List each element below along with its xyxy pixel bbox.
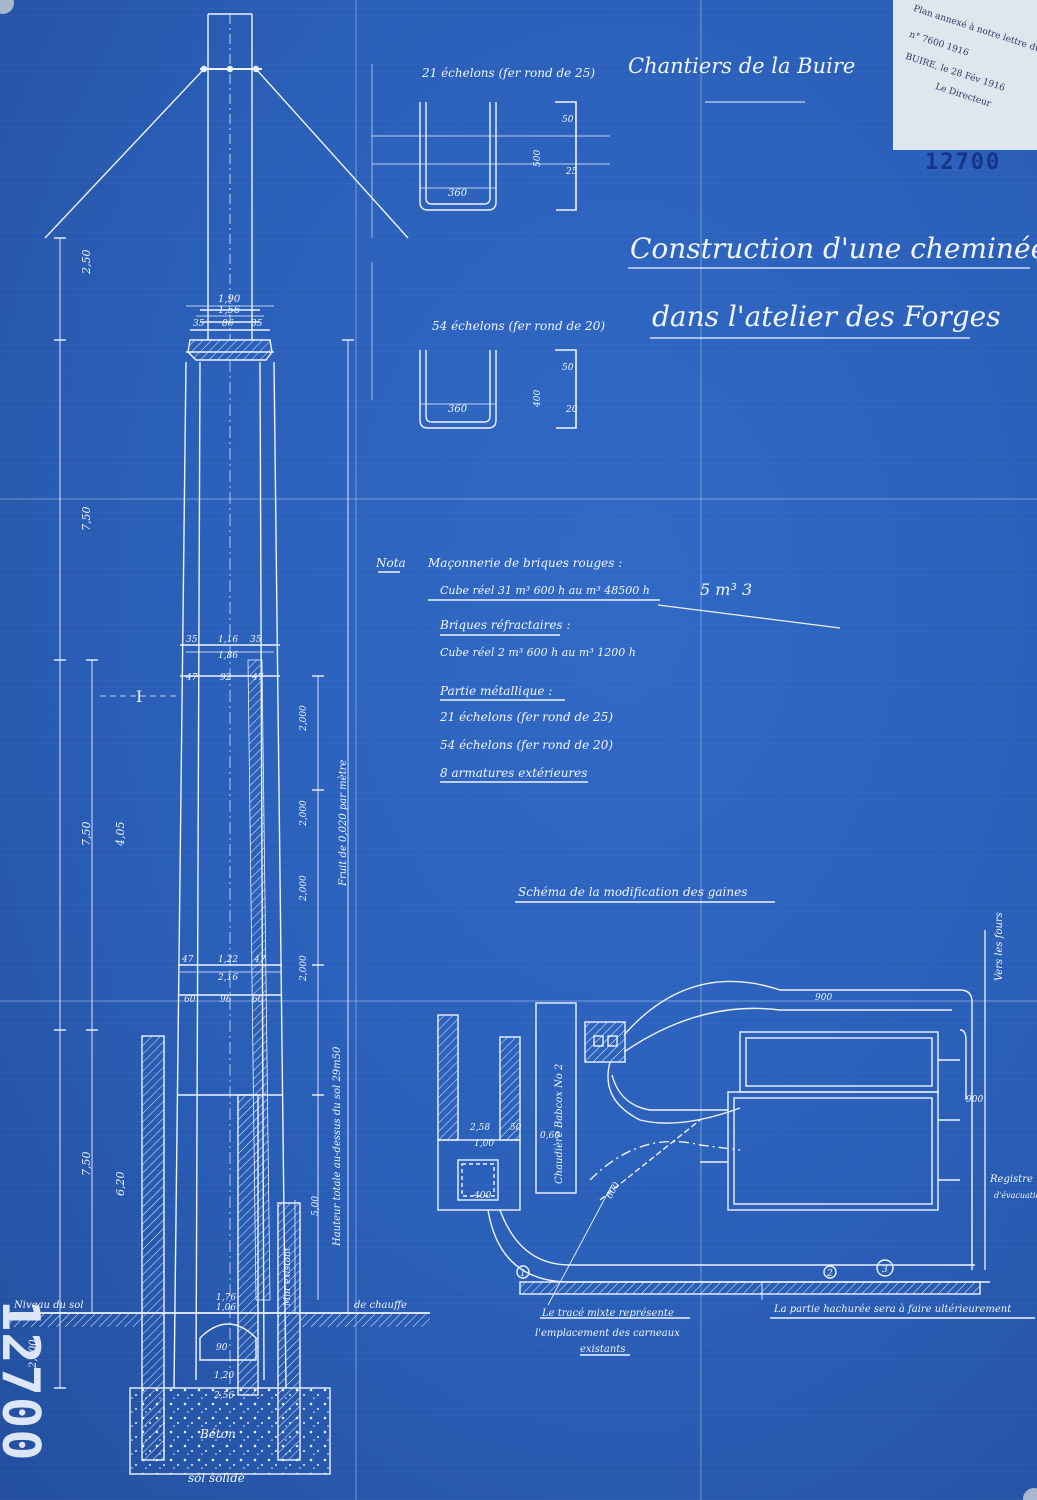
ladder1-top: 50 <box>562 115 574 125</box>
dim-190: 1,90 <box>218 294 241 305</box>
dim-258: 2,58 <box>469 1123 490 1133</box>
notes-heading: Nota <box>376 556 406 570</box>
hatched-note: La partie hachurée sera à faire ultérieu… <box>773 1304 1012 1315</box>
ladder2-bar: 20 <box>565 405 578 415</box>
dim-400: 400 <box>473 1191 491 1201</box>
dim-60b: 60 <box>252 995 264 1005</box>
ladder2-width: 360 <box>448 404 468 415</box>
dim-750a: 7,50 <box>80 507 93 532</box>
dim-35c: 35 <box>186 635 198 645</box>
dim-96: 96 <box>220 995 232 1005</box>
dim-156: 1,56 <box>218 305 241 316</box>
fold-line <box>700 0 702 1500</box>
notes-annotation: 5 m³ 3 <box>700 580 753 599</box>
title-line-1: Construction d'une cheminée <box>630 232 1037 265</box>
mixed-note-3: existants <box>580 1344 625 1355</box>
fold-line <box>0 498 1037 500</box>
dim-50: 50 <box>510 1123 522 1133</box>
dim-2400: 2,400 <box>28 1339 39 1369</box>
ladder2-title: 54 échelons (fer rond de 20) <box>432 319 605 333</box>
approval-stamp: Plan annexé à notre lettre du n° 7600 19… <box>893 0 1037 150</box>
dim-2000d: 2,000 <box>299 955 309 982</box>
to-furnaces-label: Vers les fours <box>994 912 1005 981</box>
dim-47d: 47 <box>253 955 266 965</box>
notes-line-1: Maçonnerie de briques rouges : <box>428 556 623 570</box>
margin-number-text: 12700 <box>0 1300 50 1462</box>
notes-line-4: Cube réel 2 m³ 600 h au m³ 1200 h <box>440 646 636 659</box>
ladder2-top: 50 <box>562 363 574 373</box>
dim-186: 1,86 <box>218 651 238 661</box>
dim-900a: 900 <box>815 993 832 1003</box>
boiler-label: Chaudière Babcox No 2 <box>554 1064 565 1184</box>
dim-90: 90 <box>216 1343 228 1353</box>
pin-hole-icon <box>0 0 14 14</box>
dim-100: 1,00 <box>474 1139 494 1149</box>
fruit-note: Fruit de 0,020 par mètre <box>338 760 349 887</box>
register-label: Registre <box>989 1174 1033 1185</box>
ladder1-height: 500 <box>533 150 543 167</box>
notes-line-6: 21 échelons (fer rond de 25) <box>440 710 614 724</box>
dim-2000b: 2,000 <box>299 800 309 827</box>
register-label-2: d'évacuation <box>994 1191 1037 1200</box>
circle-1-label: 1 <box>520 1269 526 1279</box>
dim-120: 1,20 <box>214 1371 234 1381</box>
dim-top: 2,50 <box>80 250 93 276</box>
dim-86: 86 <box>222 319 234 329</box>
height-note: Hauteur totale au-dessus du sol 29m50 <box>332 1046 343 1247</box>
ladder1-width: 360 <box>448 188 468 199</box>
notes-line-8: 8 armatures extérieures <box>440 766 588 780</box>
dim-600: 600 <box>605 1181 622 1201</box>
ladder2-height: 400 <box>533 390 543 408</box>
mixed-note-1: Le tracé mixte représente <box>541 1308 674 1319</box>
dim-2000c: 2,000 <box>299 875 309 902</box>
dim-2000a: 2,000 <box>299 705 309 732</box>
circle-3-label: 3 <box>882 1265 888 1275</box>
dim-122: 1,22 <box>218 955 238 965</box>
foundation-label: Béton <box>199 1427 236 1441</box>
pin-hole-icon <box>1023 1488 1037 1500</box>
fold-line <box>355 0 357 1500</box>
mixed-note-2: l'emplacement des carneaux <box>535 1328 680 1339</box>
dim-47c: 47 <box>181 955 194 965</box>
dim-60a: 60 <box>184 995 196 1005</box>
section-mark: I <box>136 687 142 706</box>
dim-92: 92 <box>220 673 232 683</box>
dim-060: 0,60 <box>540 1131 560 1141</box>
notes-line-5: Partie métallique : <box>440 684 553 698</box>
title-line-2: dans l'atelier des Forges <box>652 300 1001 333</box>
dim-216: 2,16 <box>217 973 238 983</box>
dim-176: 1,76 <box>216 1293 236 1303</box>
dim-47a: 47 <box>185 673 198 683</box>
dim-106: 1,06 <box>216 1303 236 1313</box>
dim-256: 2,56 <box>213 1391 234 1401</box>
fold-line <box>0 1000 1037 1002</box>
wall-label: Mur existant <box>283 1247 293 1307</box>
scheme-title: Schéma de la modification des gaines <box>518 885 747 899</box>
reference-number: 12700 <box>925 150 1002 175</box>
dim-750b: 7,50 <box>80 822 93 847</box>
notes-line-7: 54 échelons (fer rond de 20) <box>440 738 614 752</box>
ladder1-bar: 25 <box>565 167 578 177</box>
dim-405: 4,05 <box>114 822 127 848</box>
foundation-base-label: sol solide <box>188 1471 245 1485</box>
dim-35b: 35 <box>251 319 263 329</box>
margin-number: 12700 <box>0 1300 52 1500</box>
dim-500: 5,00 <box>311 1196 321 1216</box>
notes-line-3: Briques réfractaires : <box>440 618 571 632</box>
ladder1-title: 21 échelons (fer rond de 25) <box>421 66 595 80</box>
ground-right-label: de chauffe <box>354 1300 407 1311</box>
dim-35a: 35 <box>193 319 205 329</box>
dim-116: 1,16 <box>218 635 238 645</box>
ground-label: Niveau du sol <box>13 1300 83 1311</box>
dim-620: 6,20 <box>114 1172 127 1197</box>
company-name: Chantiers de la Buire <box>628 54 856 78</box>
dim-35d: 35 <box>250 635 262 645</box>
dim-900b: 900 <box>966 1095 983 1105</box>
notes-line-2: Cube réel 31 m³ 600 h au m³ 48500 h <box>440 584 650 597</box>
dim-750c: 7,50 <box>80 1152 93 1177</box>
dim-47b: 47 <box>251 673 264 683</box>
circle-2-label: 2 <box>826 1269 833 1279</box>
